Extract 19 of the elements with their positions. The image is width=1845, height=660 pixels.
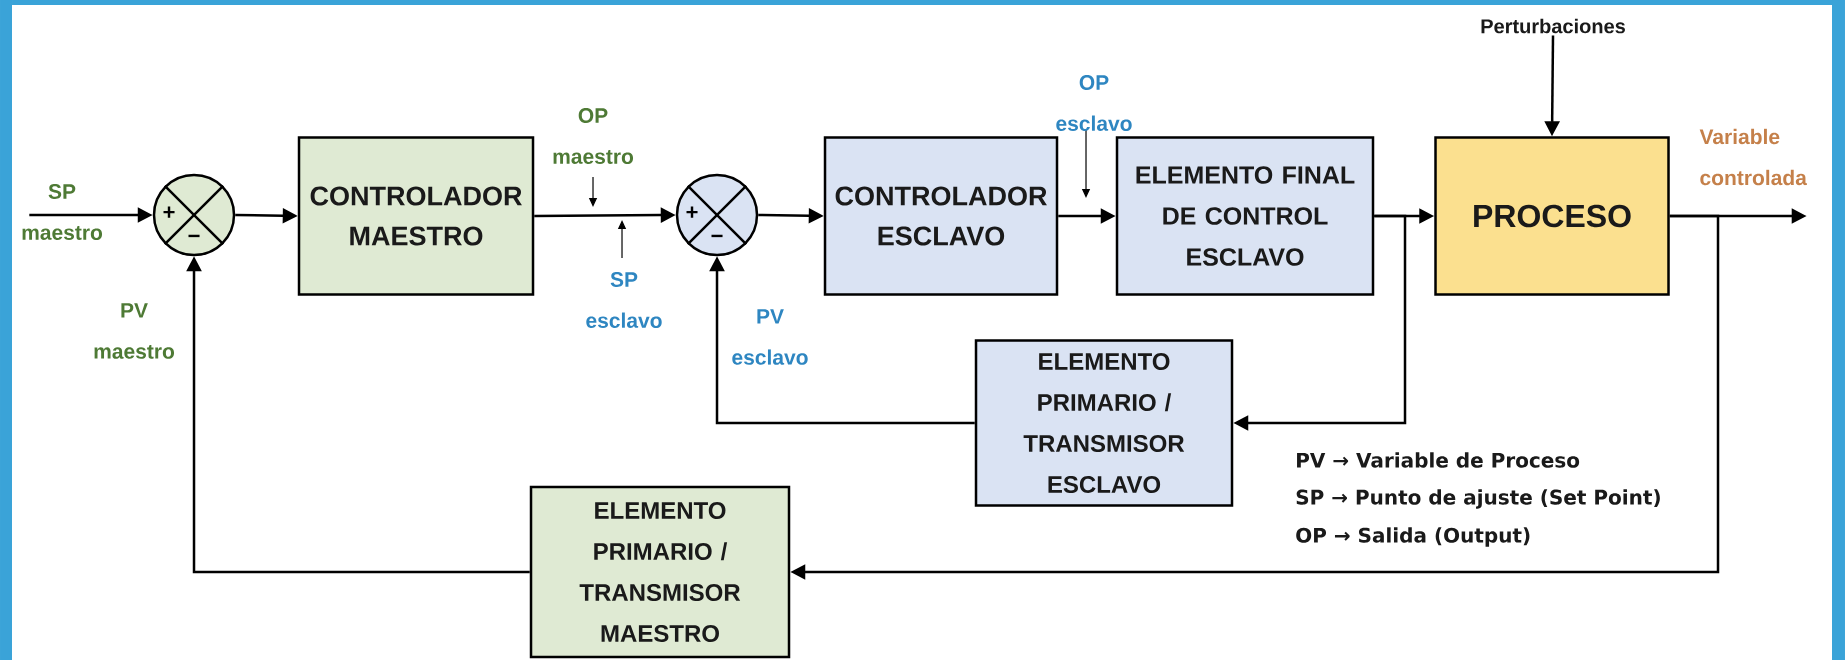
summing-junction: + − — [675, 173, 759, 257]
signal-label: PV maestro — [94, 303, 175, 359]
signal-label: SP maestro — [22, 184, 103, 240]
signal-label: OP maestro — [553, 108, 634, 164]
note-text: PV → Variable de Proceso — [1297, 452, 1580, 468]
block-box: PROCESO — [1434, 136, 1670, 296]
note-text: OP → Salida (Output) — [1296, 527, 1530, 547]
block-box: CONTROLADOR ESCLAVO — [823, 136, 1059, 296]
signal-label: Variable controlada — [1699, 128, 1807, 186]
signal-label: SP esclavo — [586, 272, 662, 328]
disturbance-label: Perturbaciones — [1481, 18, 1625, 34]
summing-junction: + − — [152, 173, 236, 257]
block-box: ELEMENTO PRIMARIO / TRANSMISOR MAESTRO — [529, 485, 791, 659]
note-text: SP → Punto de ajuste (Set Point) — [1296, 489, 1660, 509]
block-box: ELEMENTO FINAL DE CONTROL ESCLAVO — [1115, 136, 1375, 296]
block-box: ELEMENTO PRIMARIO / TRANSMISOR ESCLAVO — [974, 339, 1234, 507]
signal-label: PV esclavo — [732, 309, 808, 365]
signal-label: OP esclavo — [1056, 75, 1132, 131]
block-box: CONTROLADOR MAESTRO — [297, 136, 535, 296]
